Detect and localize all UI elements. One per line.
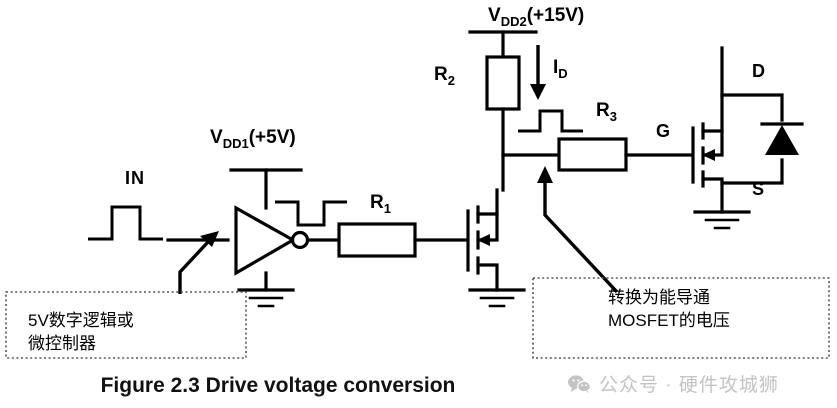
right-annotation-text: 转换为能导通 MOSFET的电压: [608, 288, 730, 330]
label-r2: R2: [434, 65, 455, 87]
watermark: 公众号 · 硬件攻城狮: [567, 370, 779, 397]
id-subscript: D: [558, 65, 568, 81]
vdd2-subscript: DD2: [500, 13, 527, 29]
label-gate: G: [656, 121, 671, 141]
vdd1-name: V: [210, 127, 223, 148]
vdd2-name: V: [488, 5, 501, 26]
label-r1: R1: [370, 193, 391, 215]
q1-ground-icon: [468, 288, 526, 308]
left-annotation-text: 5V数字逻辑或 微控制器: [28, 311, 134, 353]
label-r3: R3: [596, 101, 617, 123]
label-vdd2: VDD2(+15V): [488, 6, 584, 28]
right-callout-arrow-icon: [537, 166, 619, 294]
resistor-r2: [485, 55, 521, 111]
buffer-ground: [237, 271, 295, 308]
label-vdd1: VDD1(+5V): [210, 128, 296, 150]
inverted-waveform: [275, 200, 347, 227]
label-current-id: ID: [553, 58, 568, 80]
right-annotation-box: [532, 277, 830, 359]
label-source: S: [752, 179, 765, 199]
body-diode-icon: [720, 93, 804, 185]
resistor-r3: [557, 137, 628, 172]
mosfet-q2-icon: [691, 46, 724, 214]
current-arrow-id: [530, 45, 546, 100]
id-name: I: [553, 57, 559, 78]
r3-subscript: 3: [609, 108, 617, 124]
mosfet-q1-icon: [466, 188, 499, 292]
drain-node-waveform: [518, 109, 583, 133]
resistor-r1: [337, 222, 417, 258]
figure-caption: Figure 2.3 Drive voltage conversion: [100, 374, 456, 397]
label-input-signal: IN: [125, 168, 145, 188]
q2-ground-icon: [693, 210, 751, 230]
vdd1-rail: [229, 168, 303, 210]
wechat-icon: [567, 374, 591, 394]
inverting-bubble-icon: [290, 230, 310, 250]
watermark-text: 公众号 · 硬件攻城狮: [599, 375, 779, 396]
vdd2-value: (+15V): [526, 5, 585, 26]
vdd2-rail: [468, 30, 538, 59]
r2-subscript: 2: [447, 72, 455, 88]
inverter-buffer-icon: [234, 205, 310, 276]
input-waveform: [88, 205, 163, 241]
r1-name: R: [370, 192, 384, 213]
r1-subscript: 1: [383, 200, 391, 216]
vdd1-value: (+5V): [248, 127, 296, 148]
r2-name: R: [434, 64, 448, 85]
vdd1-subscript: DD1: [222, 135, 249, 151]
r3-name: R: [596, 100, 610, 121]
left-callout-arrow-icon: [178, 231, 219, 294]
label-drain: D: [752, 61, 765, 81]
left-annotation-box: [5, 291, 247, 359]
